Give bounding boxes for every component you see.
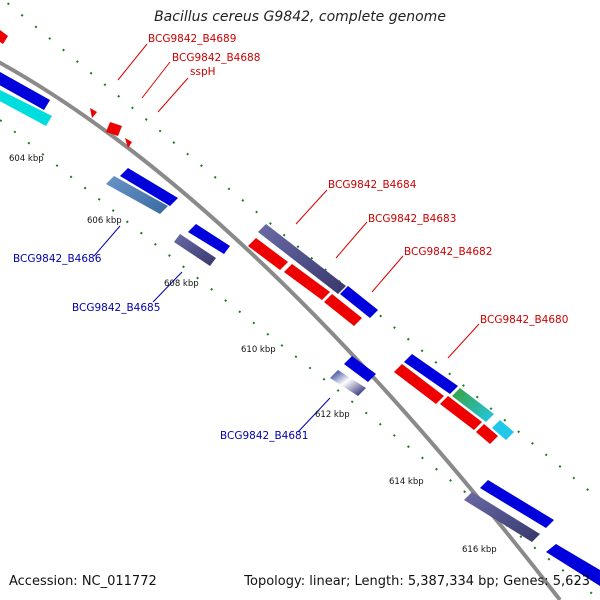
tick-label-614: 614 kbp (389, 477, 424, 487)
gene-red-614a (394, 364, 444, 404)
gene-BCG9842-B4683 (284, 264, 330, 300)
gene-BCG9842-B4689 (90, 108, 97, 118)
forward-gene-labels: BCG9842_B4689 BCG9842_B4688 sspH BCG9842… (148, 33, 568, 326)
label-BCG9842-B4688: BCG9842_B4688 (172, 52, 260, 64)
tick-label-608: 608 kbp (164, 279, 199, 289)
tick-labels: 604 kbp 606 kbp 608 kbp 610 kbp 612 kbp … (9, 154, 497, 555)
gene-BCG9842-B4685 (174, 234, 216, 266)
gene-BCG9842-B4684 (258, 224, 346, 294)
label-BCG9842-B4686: BCG9842_B4686 (13, 253, 102, 265)
gene-red-4683a (248, 238, 288, 270)
tick-label-612: 612 kbp (315, 410, 350, 420)
tick-label-610: 610 kbp (241, 345, 276, 355)
gene-BCG9842-B4681 (330, 370, 366, 396)
label-BCG9842-B4681: BCG9842_B4681 (220, 430, 308, 442)
gene-BCG9842-B4682 (324, 294, 362, 326)
label-BCG9842-B4684: BCG9842_B4684 (328, 179, 417, 191)
gene-blue-608 (188, 224, 230, 254)
outer-guide-line (2, 0, 600, 501)
tick-label-606: 606 kbp (87, 216, 122, 226)
gene-blue-606 (120, 168, 178, 206)
gene-slate-616 (464, 492, 540, 542)
gene-blue-edge (546, 544, 600, 586)
gene-red-614b (440, 396, 482, 430)
gene-cyan-small (492, 420, 514, 440)
gene-sspH (125, 138, 132, 148)
label-sspH: sspH (190, 66, 216, 78)
label-BCG9842-B4682: BCG9842_B4682 (404, 246, 492, 258)
label-BCG9842-B4683: BCG9842_B4683 (368, 213, 456, 225)
forward-genes (248, 224, 600, 586)
reverse-leaders (93, 225, 331, 433)
genome-backbone (0, 60, 562, 600)
gene-BCG9842-B4686 (106, 176, 168, 214)
gene-red-614c (476, 424, 498, 444)
forward-leaders (117, 43, 480, 359)
gene-BCG9842-B4680 (404, 354, 458, 394)
reverse-gene-labels: BCG9842_B4686 BCG9842_B4685 BCG9842_B468… (13, 253, 308, 442)
accession-label: Accession: NC_011772 (9, 574, 157, 589)
genome-stats-label: Topology: linear; Length: 5,387,334 bp; … (244, 574, 590, 589)
gene-blue-4684b (340, 286, 378, 318)
label-BCG9842-B4685: BCG9842_B4685 (72, 302, 160, 314)
reverse-genes (106, 168, 554, 542)
gene-BCG9842-B4688 (106, 122, 122, 136)
small-forward-genes (90, 108, 132, 148)
genome-title: Bacillus cereus G9842, complete genome (154, 9, 446, 25)
gene-blue-616 (480, 480, 554, 528)
clipped-genes (0, 30, 52, 126)
gene-blue-612 (344, 356, 376, 382)
label-BCG9842-B4680: BCG9842_B4680 (480, 314, 568, 326)
tick-label-616: 616 kbp (462, 545, 497, 555)
label-BCG9842-B4689: BCG9842_B4689 (148, 33, 236, 45)
tick-label-604: 604 kbp (9, 154, 44, 164)
gene-green-cyan (452, 388, 494, 422)
